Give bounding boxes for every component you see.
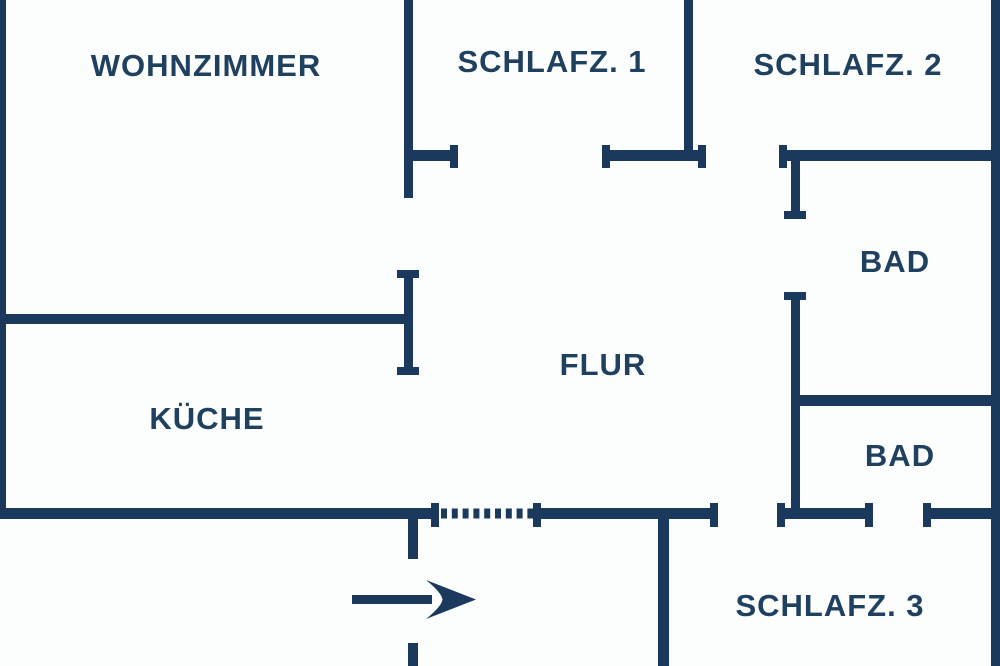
room-label-schlafz3: SCHLAFZ. 3 (735, 588, 925, 623)
wall-corridor-stub-lower (408, 643, 418, 666)
door-jamb-cap (784, 292, 806, 300)
wall-top-fragment-3 (783, 150, 1000, 161)
wall-flur-bad (791, 297, 800, 512)
entrance-arrow-shaft (352, 595, 432, 604)
wall-bad-bottom (781, 508, 869, 519)
room-label-schlafz1: SCHLAFZ. 1 (457, 44, 647, 79)
room-label-bad-oben: BAD (859, 244, 931, 279)
wall-kueche-bottom (0, 508, 433, 519)
wall-corridor-schlafz3 (658, 510, 669, 666)
wall-outer-right (991, 0, 1000, 666)
door-jamb-cap (865, 503, 873, 527)
wall-wohnzimmer-kueche (0, 314, 413, 324)
door-jamb-cap (431, 503, 439, 527)
wall-flur-bottom (537, 508, 715, 519)
door-jamb-cap (698, 145, 706, 168)
room-label-wohnzimmer: WOHNZIMMER (90, 48, 322, 83)
door-jamb-cap (450, 145, 458, 168)
door-jamb-cap (784, 211, 806, 219)
wall-top-fragment-1 (413, 150, 453, 161)
wall-bad-jamb (791, 152, 800, 214)
wall-wohnzimmer-schlafz1 (404, 0, 413, 198)
wall-outer-left (0, 0, 6, 519)
wall-flur-stub (404, 273, 413, 371)
wall-schlafz3-top (927, 508, 1000, 519)
room-label-kueche: KÜCHE (149, 401, 265, 436)
room-label-schlafz2: SCHLAFZ. 2 (753, 47, 943, 82)
wall-top-fragment-2 (606, 150, 701, 161)
door-jamb-cap (397, 367, 419, 375)
room-label-bad-unten: BAD (864, 438, 936, 473)
wall-schlafz1-schlafz2 (684, 0, 693, 160)
entrance-arrow-icon (426, 580, 476, 619)
wall-bad-bad (796, 395, 1000, 406)
wall-corridor-stub-upper (408, 517, 418, 559)
room-label-flur: FLUR (559, 347, 647, 382)
door-jamb-cap (710, 503, 718, 527)
